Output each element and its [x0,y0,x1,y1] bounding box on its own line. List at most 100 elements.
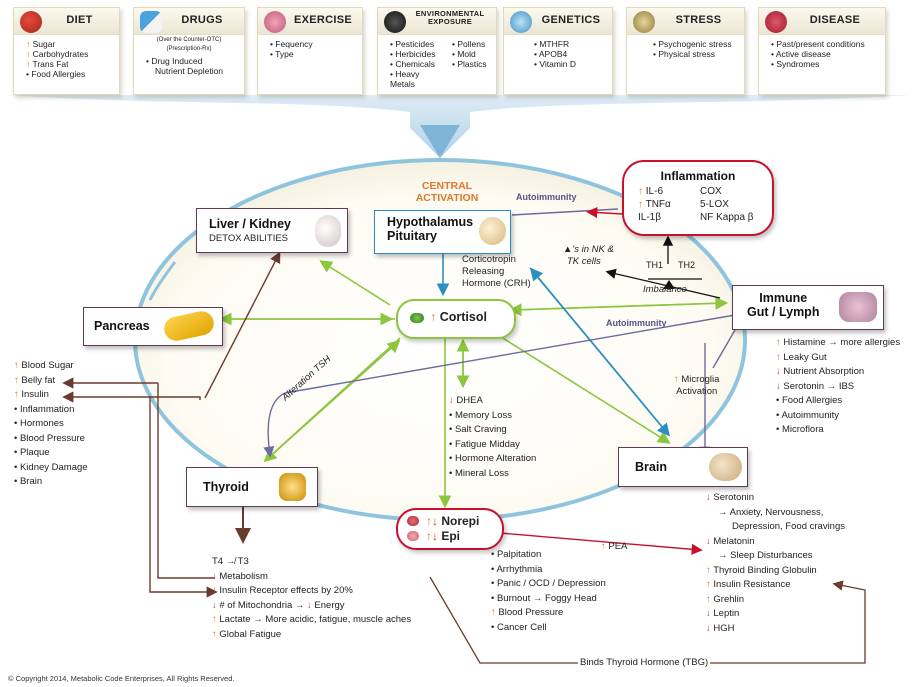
norepi-effect: • Palpitation [491,549,542,560]
diet-card: DIET ↑ Sugar ↑ Carbohydrates ↑ Trans Fat… [13,7,120,95]
immune-effects-list: ↑ Histamine → more allergies ↑ Leaky Gut… [776,336,900,438]
microglia-label: ↑ Microglia Activation [674,374,719,398]
brain-effects-list: ↓ Serotonin → Anxiety, Nervousness, Depr… [706,491,845,636]
immune-title: Immune Gut / Lymph [747,291,819,319]
dhea-item: • Memory Loss [449,409,512,421]
inflammation-item: 5-LOX [700,199,729,210]
imbalance-label: Imbalance [643,284,687,295]
brain-effect: ↓ Serotonin [706,492,755,503]
genetics-item: • MTHFR [534,39,570,49]
brain-effect: → Anxiety, Nervousness, [718,506,824,518]
crh-line: Corticotropin [462,254,516,265]
central-activation-line2: ACTIVATION [415,192,479,204]
norepi-node: ↑↓ Norepi ↑↓ Epi [396,508,504,550]
env-item: • Heavy Metals [390,69,420,89]
crh-line: Hormone (CRH) [462,278,531,289]
dhea-list: ↓ DHEA • Memory Loss • Salt Craving • Fa… [449,394,536,481]
inflammation-box: Inflammation ↑ IL-6 ↑ TNFα IL-1β COX 5-L… [622,160,774,236]
pancreas-effect: • Brain [14,476,43,487]
disease-item: • Active disease [771,49,831,59]
brain-effect: ↓ Melatonin [706,535,755,547]
norepi-effect: • Panic / OCD / Depression [491,578,606,589]
runner-icon [264,11,286,33]
inflammation-item: IL-1β [638,212,661,223]
drugs-subtitle: (Over the Counter-OTC) [156,37,222,43]
nk-cells-label: ▲'s in NK & TK cells [563,244,614,268]
immune-box: Immune Gut / Lymph [732,285,884,330]
hazard-icon [384,11,406,33]
thyroid-effect: ↓ Insulin Receptor effects by 20% [212,585,353,596]
thyroid-effect: ↑ Global Fatigue [212,628,282,640]
inflammation-title: Inflammation [660,169,736,183]
cortisol-label: ↑ Cortisol [430,310,487,324]
thyroid-icon [279,473,306,501]
brain-effect: ↑ Thyroid Binding Globulin [706,564,817,576]
exercise-title: EXERCISE [293,14,353,26]
pancreas-effect: ↑ Blood Sugar [14,360,74,371]
kidney-icon [315,215,341,247]
env-item: • Chemicals [390,59,436,69]
immune-effect: • Microflora [776,424,824,435]
pancreas-effect: • Inflammation [14,403,75,415]
env-item: • Mold [452,49,476,59]
thyroid-title: Thyroid [203,480,249,494]
exercise-item: • Type [270,49,294,59]
liver-kidney-box: Liver / Kidney DETOX ABILITIES [196,208,348,253]
inflammation-right: COX 5-LOX NF Kappa β [700,185,754,224]
drugs-card: DRUGS (Over the Counter-OTC) (Prescripti… [133,7,245,95]
liver-kidney-subtitle: DETOX ABILITIES [209,233,289,244]
brain-title: Brain [635,460,667,474]
genetics-card: GENETICS • MTHFR • APOB4 • Vitamin D [503,7,613,95]
norepi-label: ↑↓ Norepi ↑↓ Epi [426,514,479,544]
pancreas-icon [162,309,216,343]
crh-label: Corticotropin Releasing Hormone (CRH) [462,254,531,290]
pill-icon [140,11,162,33]
genetics-item: • APOB4 [534,49,568,59]
molecule-icon [407,531,419,541]
epi-line: ↑↓ Epi [426,529,461,543]
inflammation-item: COX [700,186,722,197]
copyright: © Copyright 2014, Metabolic Code Enterpr… [8,674,235,683]
pancreas-effect: • Blood Pressure [14,432,85,444]
brain-effect: Depression, Food cravings [732,521,845,532]
hypothalamus-title-line1: Hypothalamus [387,215,474,229]
pancreas-effect: • Kidney Damage [14,461,88,473]
inflammation-left: ↑ IL-6 ↑ TNFα IL-1β [638,185,671,224]
immune-effect: ↓ Nutrient Absorption [776,366,865,377]
env-item: • Plastics [452,59,487,69]
brain-effect: ↑ Insulin Resistance [706,579,791,590]
microglia-line: ↑ Microglia [674,374,720,385]
dna-icon [510,11,532,33]
genetics-title: GENETICS [541,14,601,26]
pancreas-effects-list: ↑ Blood Sugar ↑ Belly fat ↑ Insulin • In… [14,359,88,490]
nk-cells-line: ▲'s in NK & [563,244,614,255]
hypothalamus-title: Hypothalamus Pituitary [387,215,473,243]
environmental-title-line1: ENVIRONMENTAL [415,9,485,18]
disease-item: • Syndromes [771,59,820,69]
pancreas-box: Pancreas [83,307,223,346]
env-item: • Herbicides [390,49,436,59]
dhea-item: • Mineral Loss [449,467,509,479]
hypothalamus-title-line2: Pituitary [387,229,438,243]
thyroid-effect: ↓ Metabolism [212,570,268,582]
pancreas-effect: ↑ Belly fat [14,374,56,386]
brain-icon [479,217,506,245]
pancreas-effect: ↑ Insulin [14,389,49,400]
diet-title: DIET [66,14,93,26]
central-activation-line1: CENTRAL [421,180,473,192]
pancreas-title: Pancreas [94,319,150,333]
liver-kidney-title: Liver / Kidney [209,217,291,231]
thyroid-effects-list: T4 ↛ T3 ↓ Metabolism ↓ Insulin Receptor … [212,555,411,642]
stress-card: STRESS • Psychogenic stress • Physical s… [626,7,745,95]
cortisol-node: ↑ Cortisol [396,299,516,339]
dhea-item: • Salt Craving [449,424,507,435]
disease-title: DISEASE [809,14,861,26]
central-activation-label: CENTRAL ACTIVATION [412,180,482,204]
env-item: • Pesticides [390,39,435,49]
autoimmunity-top-label: Autoimmunity [516,192,577,202]
norepi-effect: • Burnout → Foggy Head [491,592,597,604]
pea-label: ↑ PEA [601,541,628,552]
thyroid-effect: ↑ Lactate → More acidic, fatigue, muscle… [212,614,412,625]
